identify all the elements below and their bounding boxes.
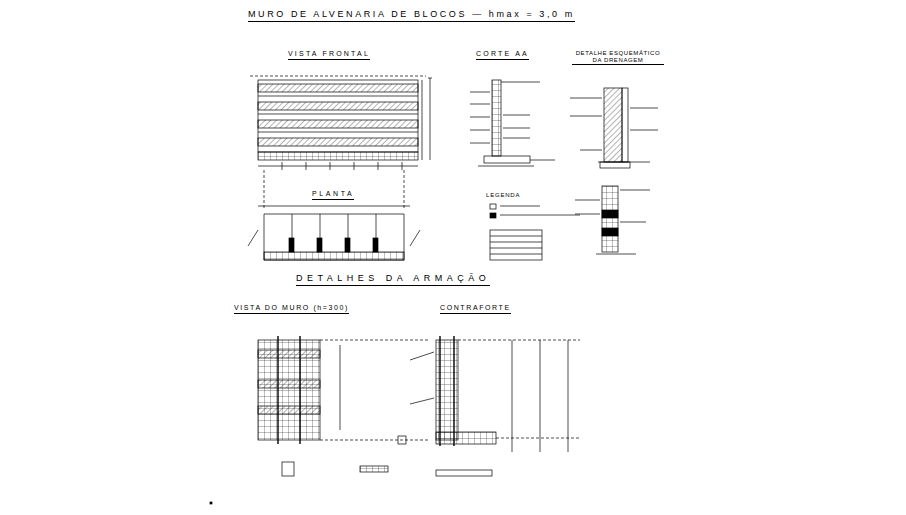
legend-heading: LEGENDA	[486, 192, 520, 199]
drain-section	[575, 186, 650, 254]
view-heading: VISTA FRONTAL	[288, 50, 370, 60]
view-heading: VISTA DO MURO (h=300)	[234, 304, 349, 314]
wall-reinforcement	[258, 336, 492, 476]
section-aa	[428, 78, 555, 166]
front-view-wall	[250, 76, 426, 210]
section-heading: CORTE AA	[476, 50, 529, 60]
plan-heading: PLANTA	[312, 190, 354, 200]
sheet-title: MURO DE ALVENARIA DE BLOCOS — hmax = 3,0…	[248, 10, 575, 22]
drainage-detail	[570, 88, 658, 168]
section-title: DETALHES DA ARMAÇÃO	[296, 274, 490, 286]
buttress	[398, 336, 580, 452]
detail-heading: CONTRAFORTE	[440, 304, 511, 314]
detail-heading: DETALHE ESQUEMÁTICO DA DRENAGEM	[572, 50, 664, 65]
legend-symbols	[490, 204, 580, 260]
plan-view	[248, 206, 420, 260]
